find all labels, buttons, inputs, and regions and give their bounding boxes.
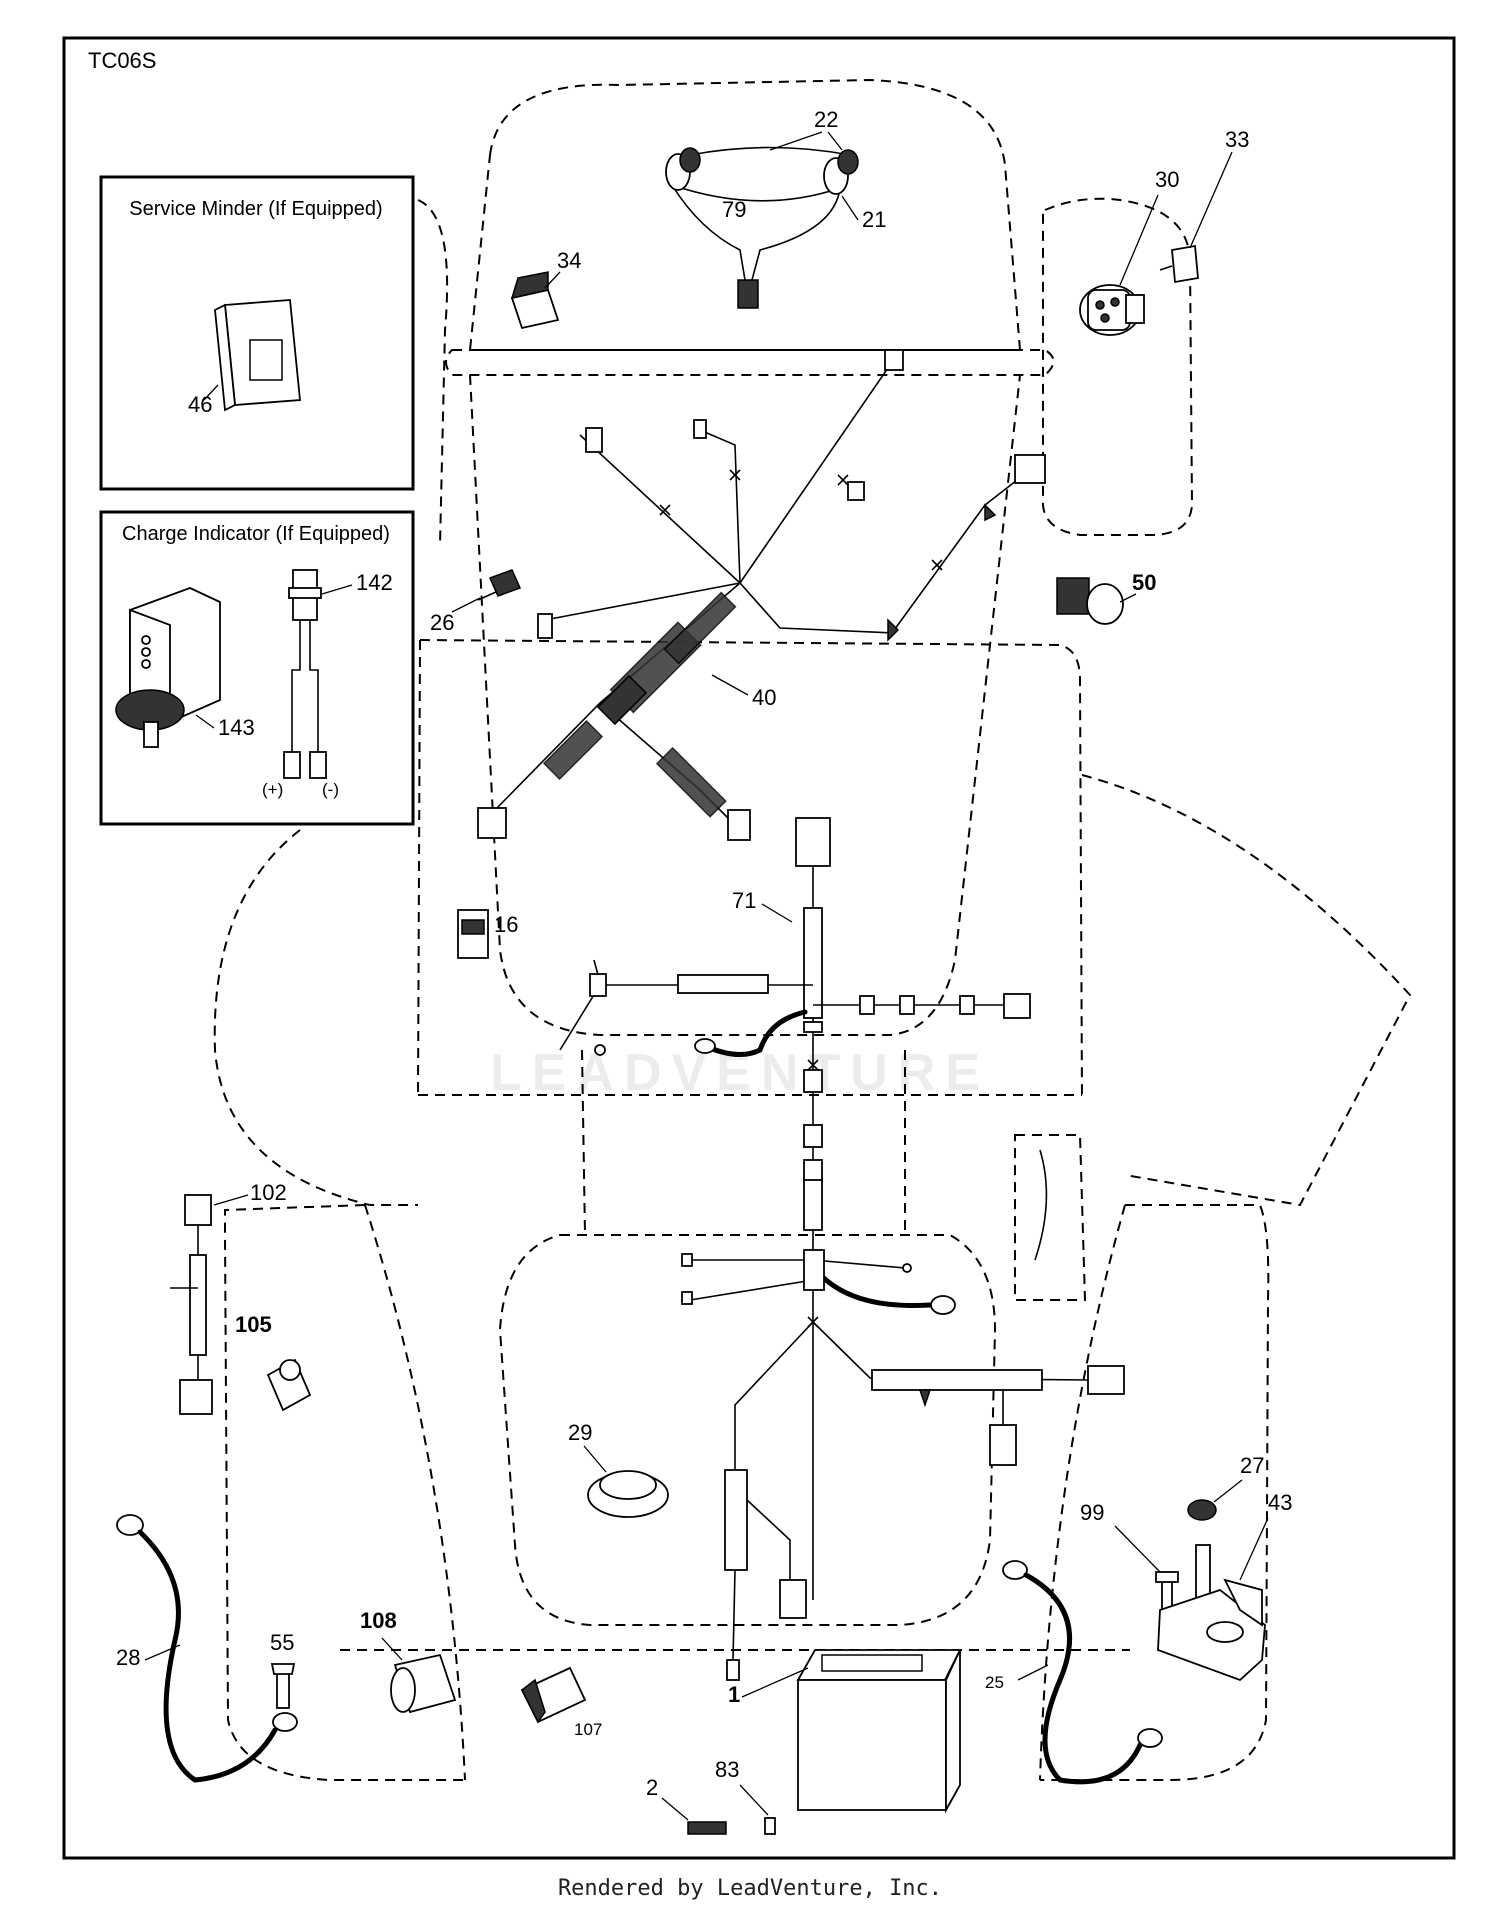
cable-25: [1002, 1560, 1163, 1785]
callout-28: 28: [116, 1645, 140, 1670]
callout-105: 105: [235, 1312, 272, 1337]
charge-indicator-title: Charge Indicator (If Equipped): [122, 523, 390, 545]
solenoid-43: [1157, 1544, 1266, 1682]
part-50: [1056, 577, 1124, 625]
relay-26: [477, 569, 522, 601]
callout-102: 102: [250, 1180, 287, 1205]
polarity-negative: (-): [322, 780, 339, 799]
charge-indicator-unit: [115, 587, 221, 748]
callout-83: 83: [715, 1757, 739, 1782]
part-16: [457, 909, 489, 959]
callout-33: 33: [1225, 127, 1249, 152]
nut-83: [764, 1817, 776, 1835]
callout-50: 50: [1132, 570, 1156, 595]
callout-16: 16: [494, 912, 518, 937]
charge-indicator-harness: [283, 569, 327, 779]
headlight-harness: [665, 146, 859, 309]
part-108: [390, 1653, 457, 1714]
cable-28: [116, 1514, 298, 1783]
part-29: [587, 1470, 669, 1518]
callout-21: 21: [862, 207, 886, 232]
diagram-code: TC06S: [88, 48, 156, 73]
callout-79: 79: [722, 197, 746, 222]
part-107: [520, 1666, 587, 1724]
tractor-outline: [213, 78, 1412, 1781]
callout-71: 71: [732, 888, 756, 913]
callout-143: 143: [218, 715, 255, 740]
callout-107: 107: [574, 1720, 602, 1739]
part-102: [170, 1194, 213, 1415]
callout-43: 43: [1268, 1490, 1292, 1515]
callout-25: 25: [985, 1673, 1004, 1692]
footer-credit: Rendered by LeadVenture, Inc.: [557, 1876, 943, 1901]
battery-1: [796, 1649, 962, 1814]
callout-55: 55: [270, 1630, 294, 1655]
bolt-2: [687, 1821, 727, 1835]
callout-34: 34: [557, 248, 581, 273]
callout-108: 108: [360, 1608, 397, 1633]
callout-30: 30: [1155, 167, 1179, 192]
ignition-switch: [1079, 284, 1145, 336]
main-harness: [477, 349, 1046, 841]
callout-142: 142: [356, 570, 393, 595]
callout-26: 26: [430, 610, 454, 635]
polarity-positive: (+): [262, 780, 283, 799]
callout-99: 99: [1080, 1500, 1104, 1525]
callout-27: 27: [1240, 1453, 1264, 1478]
diagram-frame: [62, 36, 1456, 1860]
service-minder-display: [214, 299, 301, 412]
harness-71: [559, 817, 1125, 1681]
ignition-key: [1159, 244, 1199, 284]
switch-34: [510, 271, 560, 330]
service-minder-title: Service Minder (If Equipped): [129, 198, 382, 220]
service-minder-inset: Service Minder (If Equipped) 46: [99, 175, 415, 491]
callout-29: 29: [568, 1420, 592, 1445]
callout-40: 40: [752, 685, 776, 710]
callout-2: 2: [646, 1775, 658, 1800]
bolt-55: [270, 1663, 296, 1709]
callout-22: 22: [814, 107, 838, 132]
charge-indicator-inset: Charge Indicator (If Equipped) 143 142 (…: [99, 510, 415, 826]
part-105: [266, 1358, 312, 1412]
callout-1: 1: [728, 1682, 740, 1707]
nut-27: [1187, 1499, 1217, 1521]
